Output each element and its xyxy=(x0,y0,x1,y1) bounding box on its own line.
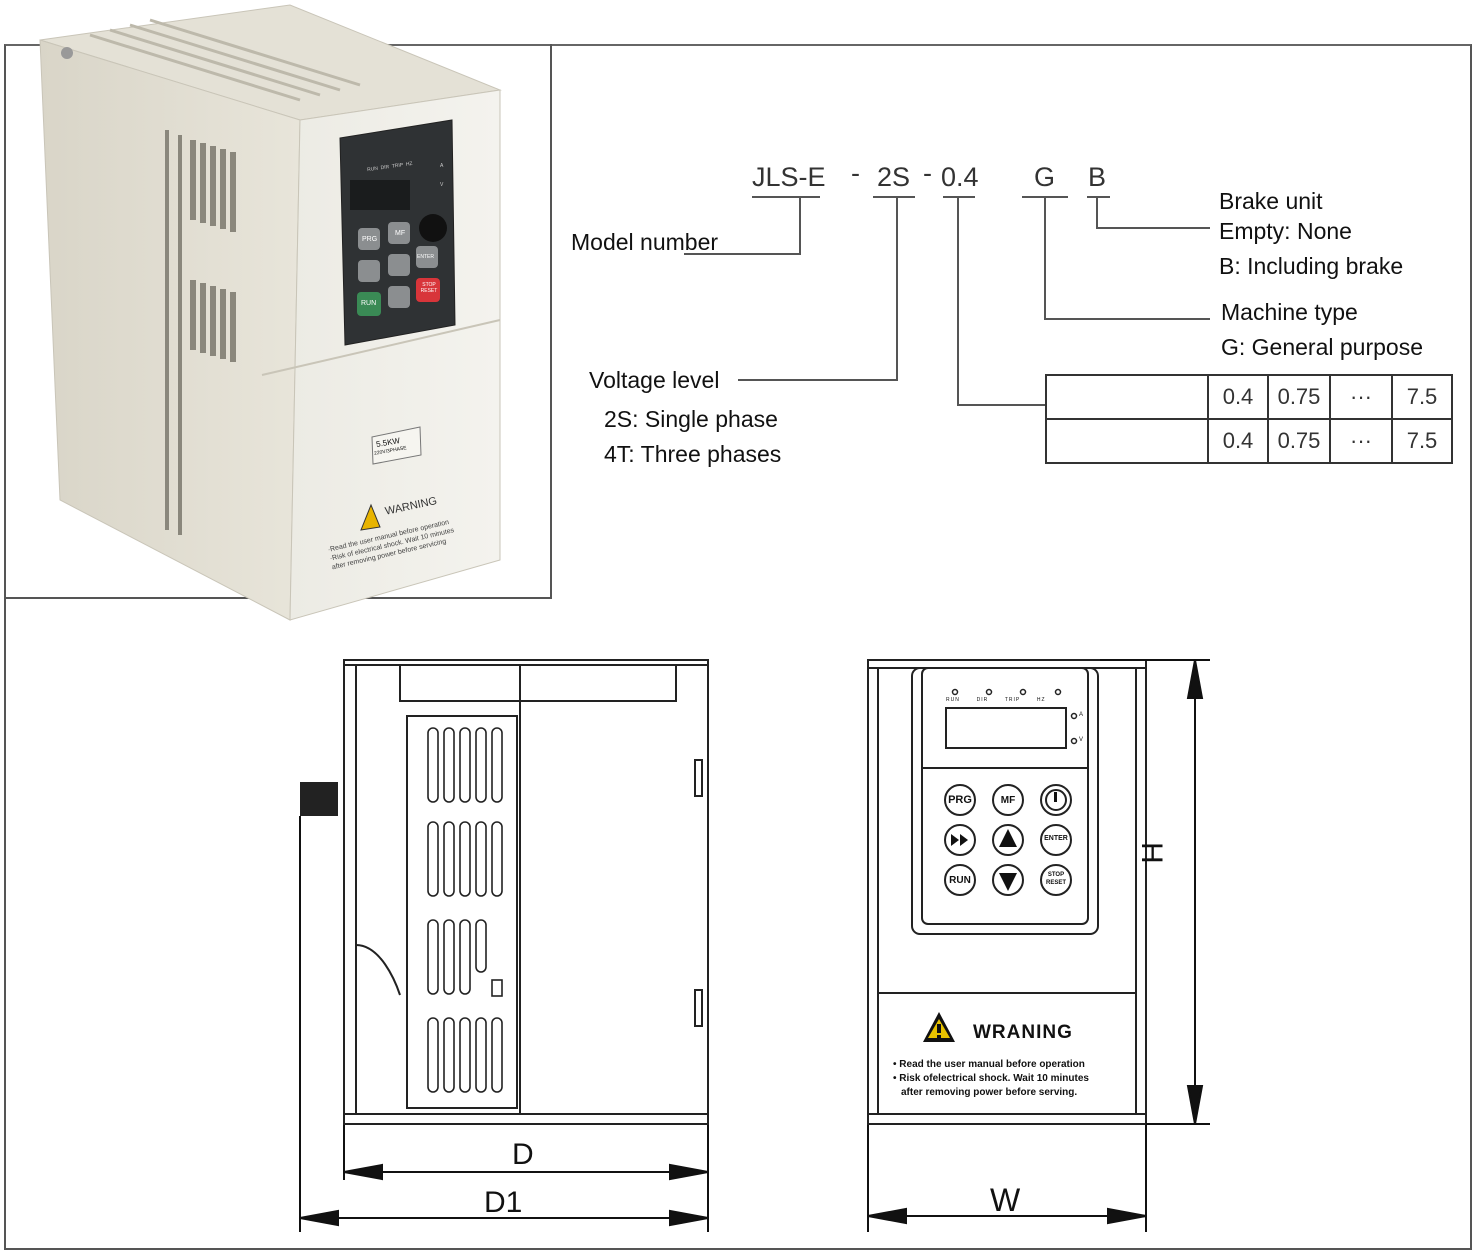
front-unit-v: V xyxy=(1079,737,1084,743)
photo-key-mf: MF xyxy=(395,230,406,237)
front-warning-line-2: • Risk ofelectrical shock. Wait 10 minut… xyxy=(893,1073,1089,1084)
callout-brake-unit: Brake unit xyxy=(1219,188,1323,214)
callout-voltage-4t: 4T: Three phases xyxy=(604,441,782,467)
callout-model-number: Model number xyxy=(571,229,719,255)
front-led-run: RUN xyxy=(946,697,960,703)
power-table-row: 0.4 0.75 ··· 7.5 xyxy=(1045,374,1453,420)
code-brake: B xyxy=(1088,162,1107,192)
dimension-height: H xyxy=(1135,842,1168,864)
front-unit-a: A xyxy=(1079,712,1084,718)
dimension-depth: D xyxy=(512,1138,534,1171)
front-key-mf: MF xyxy=(1000,795,1016,806)
callout-voltage-level: Voltage level xyxy=(589,367,720,393)
front-warning-title: WRANING xyxy=(973,1022,1073,1043)
photo-key-run: RUN xyxy=(361,300,377,307)
photo-key-stop: STOP RESET xyxy=(420,282,438,294)
front-key-run: RUN xyxy=(949,875,971,886)
power-table-cell: 0.4 xyxy=(1207,418,1269,464)
power-table-cell: 0.4 xyxy=(1207,374,1269,420)
photo-led-hz: HZ xyxy=(405,160,413,168)
power-table-cell xyxy=(1045,418,1209,464)
photo-led-dir: DIR xyxy=(380,164,390,172)
outer-frame xyxy=(4,44,1472,1250)
power-table-cell: ··· xyxy=(1329,374,1393,420)
front-led-trip: TRIP xyxy=(1004,697,1021,703)
callout-machine-type: Machine type xyxy=(1221,299,1358,325)
front-led-dir: DIR xyxy=(976,697,989,703)
front-led-labels: RUN DIR TRIP HZ xyxy=(946,697,1046,703)
front-warning-text: • Read the user manual before operation … xyxy=(893,1058,1089,1100)
code-voltage: 2S xyxy=(877,162,911,192)
callout-brake-empty: Empty: None xyxy=(1219,218,1352,244)
code-dash-2: - xyxy=(923,158,932,188)
product-photo xyxy=(39,4,502,621)
code-dash-1: - xyxy=(851,158,860,188)
dimension-depth-total: D1 xyxy=(484,1186,523,1219)
power-table-cell: 0.75 xyxy=(1267,418,1331,464)
code-series: JLS-E xyxy=(752,162,826,192)
photo-key-enter: ENTER xyxy=(417,254,434,260)
code-type: G xyxy=(1034,162,1056,192)
code-power: 0.4 xyxy=(941,162,979,192)
callout-machine-g: G: General purpose xyxy=(1221,334,1424,360)
front-led-hz: HZ xyxy=(1036,697,1046,703)
front-warning-line-3: after removing power before serving. xyxy=(901,1087,1078,1098)
power-table-cell xyxy=(1045,374,1209,420)
photo-unit-v: V xyxy=(440,182,444,188)
callout-brake-b: B: Including brake xyxy=(1219,253,1404,279)
power-table-cell: 0.75 xyxy=(1267,374,1331,420)
front-key-prg: PRG xyxy=(948,794,972,806)
front-key-enter: ENTER xyxy=(1044,835,1068,842)
dimension-width: W xyxy=(990,1182,1021,1218)
power-table-cell: 7.5 xyxy=(1391,418,1453,464)
power-table-row: 0.4 0.75 ··· 7.5 xyxy=(1045,418,1453,464)
power-table-cell: ··· xyxy=(1329,418,1393,464)
power-table-cell: 7.5 xyxy=(1391,374,1453,420)
front-warning-line-1: • Read the user manual before operation xyxy=(893,1059,1085,1070)
power-table: 0.4 0.75 ··· 7.5 0.4 0.75 ··· 7.5 xyxy=(1045,374,1453,464)
callout-voltage-2s: 2S: Single phase xyxy=(604,406,778,432)
photo-key-prg: PRG xyxy=(362,236,378,243)
front-key-stop: STOP RESET xyxy=(1045,872,1066,886)
photo-unit-a: A xyxy=(440,163,444,169)
